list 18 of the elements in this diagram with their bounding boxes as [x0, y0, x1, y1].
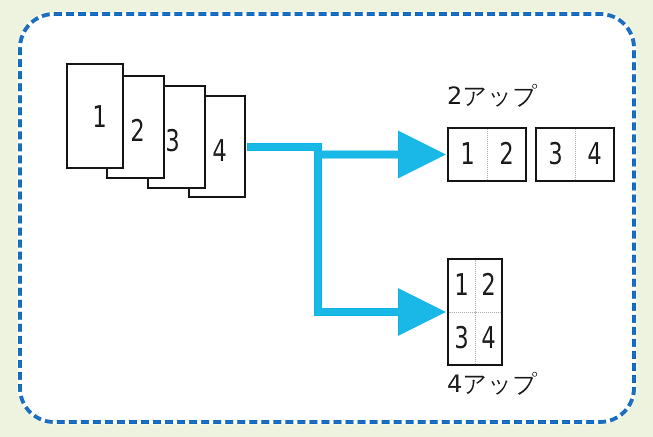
two-up-sheet: [447, 127, 527, 182]
page-number: 3: [548, 140, 563, 170]
page-number: 1: [460, 140, 475, 170]
page-number: 3: [165, 127, 180, 157]
page-number: 4: [587, 140, 602, 170]
page-number: 4: [481, 324, 496, 354]
four-up-sheet: [447, 258, 503, 366]
page-number: 2: [130, 117, 145, 147]
page-number: 1: [92, 103, 107, 133]
page-number: 4: [212, 137, 227, 167]
page-number: 2: [481, 271, 496, 301]
page-number: 3: [454, 324, 470, 354]
layout-caption: 4アップ: [447, 372, 538, 396]
page-number: 1: [454, 271, 470, 301]
page-sheet: [66, 63, 124, 169]
two-up-sheet: [535, 127, 615, 182]
page-number: 2: [499, 140, 514, 170]
layout-caption: 2アップ: [447, 84, 538, 108]
